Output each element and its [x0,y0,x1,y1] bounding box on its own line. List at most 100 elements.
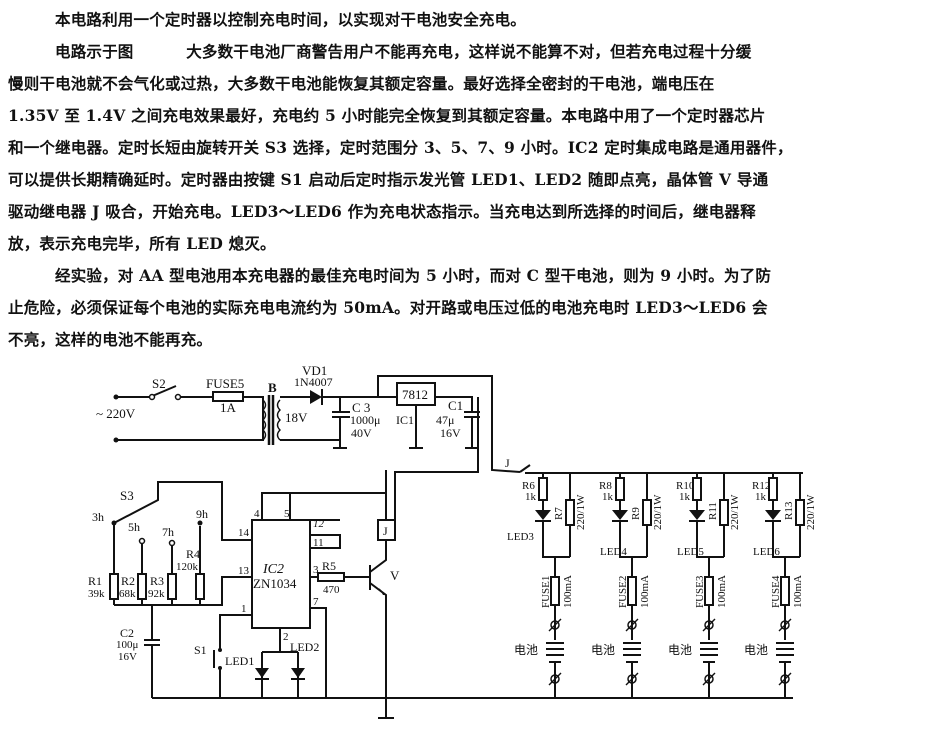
battery-symbol [623,642,641,698]
led-label: LED5 [677,546,704,558]
r3-value: 92k [148,588,165,600]
relay-contact-j [519,464,531,473]
mains-label: ~ 220V [96,406,136,421]
pin-5: 5 [284,508,290,520]
led-label: LED3 [507,531,534,543]
battery-label: 电池 [514,643,538,657]
fuse-rating: 100mA [716,575,728,608]
r1-label: R1 [88,574,102,588]
shunt-resistor-value: 220/1W [575,494,587,530]
ic2-label: IC2 [262,562,284,577]
shunt-resistor-value: 220/1W [729,494,741,530]
fuse-rating: 100mA [792,575,804,608]
r5-label: R5 [322,559,336,573]
timer-circuit [109,470,420,719]
c2-voltage: 16V [118,651,137,663]
position-7h: 7h [162,525,174,539]
led-resistor-value: 1k [679,491,691,503]
led1-label: LED1 [225,654,254,668]
led-resistor-label: R10 [676,480,695,492]
r5-symbol [317,572,345,582]
status-led [689,510,705,520]
transformer-label: B [268,380,277,395]
regulator-part: 7812 [402,387,428,402]
text-line: 可以提供长期精确延时。定时器由按键 S1 启动后定时指示发光管 LED1、LED… [8,170,769,189]
c1-label: C1 [448,398,463,413]
text-line: 慢则干电池就不会气化或过热，大多数干电池能恢复其额定容量。最好选择全密封的干电池… [8,74,715,93]
battery-label: 电池 [668,643,692,657]
relay-contact-label: J [505,456,510,470]
r3-label: R3 [150,574,164,588]
pin-4: 4 [254,508,260,520]
text-line: 本电路利用一个定时器以控制充电时间，以实现对干电池安全充电。 [55,10,527,29]
r2-label: R2 [121,574,135,588]
diode-vd1 [310,390,322,404]
shunt-resistor-label: R13 [783,501,795,520]
led-resistor-value: 1k [755,491,767,503]
led-resistor [538,477,548,501]
secondary-voltage: 18V [285,410,308,425]
fuse-label: FUSE3 [694,575,706,608]
text-line: 电路示于图 大多数干电池厂商警告用户不能再充电，这样说不能算不对，但若充电过程十… [55,42,752,61]
shunt-resistor [795,499,805,526]
fuse5-rating: 1A [220,400,237,415]
c3-voltage: 40V [351,426,372,440]
transistor-label: V [390,568,400,583]
fuse-symbol [550,576,560,606]
fuse-symbol [627,576,637,606]
led-label: LED6 [753,546,780,558]
status-led [612,510,628,520]
s3-label: S3 [120,488,134,503]
r4-value: 120k [176,561,199,573]
shunt-resistor-label: R7 [553,507,565,520]
power-supply [113,375,531,520]
pin-2: 2 [283,631,289,643]
r5-value: 470 [323,584,340,596]
fuse-label: FUSE2 [617,576,629,608]
s1-label: S1 [194,643,207,657]
pin-12: 12 [313,518,325,530]
led-label: LED4 [600,546,627,558]
shunt-resistor-value: 220/1W [652,494,664,530]
ic1-label: IC1 [396,413,414,427]
fuse-rating: 100mA [639,575,651,608]
r4-label: R4 [186,547,200,561]
c2-label: C2 [120,626,134,640]
pin-7: 7 [313,596,319,608]
fuse-symbol [780,576,790,606]
led-resistor [615,477,625,501]
pin-1: 1 [241,603,247,615]
position-5h: 5h [128,520,140,534]
fuse-rating: 100mA [562,575,574,608]
pin-11: 11 [313,537,324,549]
battery-symbol [546,642,564,698]
pin-13: 13 [238,565,250,577]
led-resistor-value: 1k [602,491,614,503]
r2-value: 68k [119,588,136,600]
led-resistor-label: R8 [599,480,612,492]
r1-value: 39k [88,588,105,600]
text-line: 不亮，这样的电池不能再充。 [8,330,213,349]
ic2-box [251,519,311,629]
text-line: 放，表示充电完毕，所有 LED 熄灭。 [8,234,276,253]
text-line: 经实验，对 AA 型电池用本充电器的最佳充电时间为 5 小时，而对 C 型干电池… [55,266,772,285]
status-led [765,510,781,520]
c1-value: 47μ [436,413,454,427]
ic2-part: ZN1034 [253,576,297,591]
relay-label: J [383,524,388,538]
text-line: 和一个继电器。定时长短由旋转开关 S3 选择，定时范围分 3、5、7、9 小时。… [8,138,793,157]
led-resistor-label: R6 [522,480,535,492]
text-line: 止危险，必须保证每个电池的实际充电电流约为 50mA。对开路或电压过低的电池充电… [8,298,768,317]
led-resistor [692,477,702,501]
battery-label: 电池 [744,643,768,657]
fuse-label: FUSE1 [540,576,552,608]
pin-3: 3 [313,564,319,576]
shunt-resistor [719,499,729,526]
vd1-part: 1N4007 [294,375,333,389]
